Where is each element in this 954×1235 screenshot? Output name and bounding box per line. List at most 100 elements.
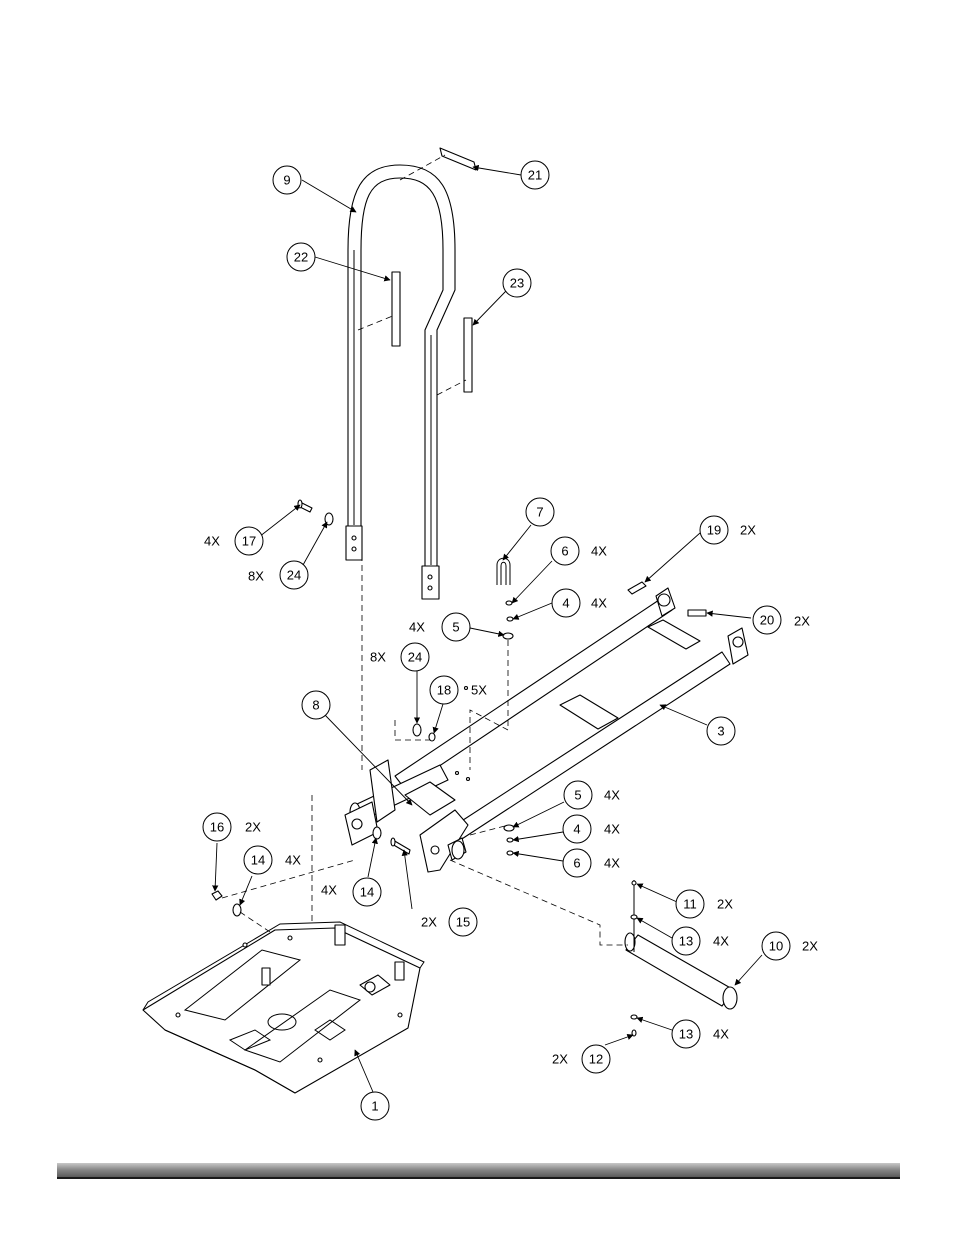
callout-label: 13 — [679, 1027, 693, 1042]
quantity-labels: 4X 8X 4X 4X 2X 2X 4X 8X 5X 2X 4X 4X 4X 4… — [204, 523, 818, 1067]
qty-label: 4X — [409, 620, 425, 635]
qty-label: 8X — [248, 569, 264, 584]
callout-label: 8 — [312, 698, 319, 713]
callout-17: 17 — [234, 526, 264, 556]
qty-label: 5X — [471, 683, 487, 698]
callout-label: 3 — [717, 724, 724, 739]
callout-9: 9 — [272, 165, 302, 195]
callout-label: 7 — [536, 505, 543, 520]
qty-label: 8X — [370, 650, 386, 665]
callout-label: 18 — [437, 683, 451, 698]
callout-label: 11 — [683, 897, 697, 912]
callout-4: 4 — [551, 588, 581, 618]
callout-label: 16 — [210, 820, 224, 835]
callout-6b: 6 — [562, 848, 592, 878]
assembly-lines — [221, 154, 628, 946]
leader-lines — [212, 164, 763, 1093]
callout-label: 14 — [360, 885, 374, 900]
callout-label: 5 — [452, 620, 459, 635]
decal-part-21 — [439, 147, 477, 171]
bolt-part-15 — [390, 837, 411, 855]
callout-14: 14 — [243, 845, 273, 875]
callout-14b: 14 — [352, 877, 382, 907]
callout-3: 3 — [706, 716, 736, 746]
callout-label: 14 — [251, 853, 265, 868]
callout-13b: 13 — [671, 1019, 701, 1049]
callout-label: 12 — [589, 1052, 603, 1067]
qty-label: 4X — [604, 788, 620, 803]
nut-part-16 — [211, 890, 223, 901]
callout-label: 13 — [679, 934, 693, 949]
callout-label: 22 — [294, 250, 308, 265]
qty-label: 4X — [591, 544, 607, 559]
qty-label: 2X — [421, 915, 437, 930]
callout-label: 10 — [769, 939, 783, 954]
callout-label: 1 — [371, 1099, 378, 1114]
qty-label: 2X — [245, 820, 261, 835]
qty-label: 4X — [713, 934, 729, 949]
bolt-part-17 — [297, 499, 313, 513]
callout-18: 18 — [429, 675, 459, 705]
callout-23: 23 — [502, 268, 532, 298]
callout-label: 15 — [456, 915, 470, 930]
bolt-part-19 — [627, 581, 647, 595]
qty-label: 4X — [591, 596, 607, 611]
qty-label: 2X — [717, 897, 733, 912]
tow-bar-part-10 — [624, 880, 738, 1037]
callout-5: 5 — [441, 612, 471, 642]
callout-label: 24 — [287, 568, 301, 583]
callout-5b: 5 — [563, 780, 593, 810]
nut-part-18 — [428, 732, 436, 742]
qty-label: 2X — [740, 523, 756, 538]
callout-label: 17 — [242, 534, 256, 549]
qty-label: 2X — [552, 1052, 568, 1067]
callout-4b: 4 — [562, 814, 592, 844]
callout-label: 19 — [707, 523, 721, 538]
handle-part-9 — [345, 164, 456, 600]
qty-label: 4X — [285, 853, 301, 868]
callout-15: 15 — [448, 907, 478, 937]
callout-22: 22 — [286, 242, 316, 272]
callout-label: 9 — [283, 173, 290, 188]
footer-rule — [57, 1177, 900, 1179]
qty-label: 4X — [604, 856, 620, 871]
callout-16: 16 — [202, 812, 232, 842]
decal-part-22 — [391, 271, 401, 347]
callout-21: 21 — [520, 160, 550, 190]
callout-label: 5 — [574, 788, 581, 803]
qty-label: 4X — [604, 822, 620, 837]
callout-19: 19 — [699, 515, 729, 545]
callout-1: 1 — [360, 1091, 390, 1121]
callouts: 9 21 22 23 17 24 7 6 19 4 20 5 24 18 8 3… — [202, 160, 791, 1121]
qty-label: 4X — [204, 534, 220, 549]
callout-label: 24 — [408, 650, 422, 665]
washer-part-14-left — [232, 903, 242, 917]
hardware-stack-lower — [503, 824, 515, 856]
callout-24b: 24 — [400, 642, 430, 672]
washer-part-14-right — [372, 826, 382, 840]
callout-7: 7 — [525, 497, 555, 527]
decal-part-23 — [463, 317, 473, 393]
frame-part-3 — [344, 587, 749, 873]
pin-part-20 — [687, 609, 707, 617]
qty-label: 4X — [713, 1027, 729, 1042]
callout-label: 21 — [528, 168, 542, 183]
base-plate-part-1 — [142, 921, 425, 1094]
callout-8: 8 — [301, 690, 331, 720]
qty-label: 2X — [794, 614, 810, 629]
callout-label: 20 — [760, 613, 774, 628]
callout-20: 20 — [752, 605, 782, 635]
callout-12: 12 — [581, 1044, 611, 1074]
callout-24: 24 — [279, 560, 309, 590]
callout-11: 11 — [675, 889, 705, 919]
callout-label: 6 — [561, 544, 568, 559]
u-bolt-part-7 — [496, 557, 511, 585]
callout-label: 4 — [573, 822, 580, 837]
footer-bar — [57, 1163, 900, 1177]
callout-label: 4 — [562, 596, 569, 611]
callout-label: 6 — [573, 856, 580, 871]
callout-10: 10 — [761, 931, 791, 961]
qty-label: 4X — [321, 883, 337, 898]
callout-label: 23 — [510, 276, 524, 291]
